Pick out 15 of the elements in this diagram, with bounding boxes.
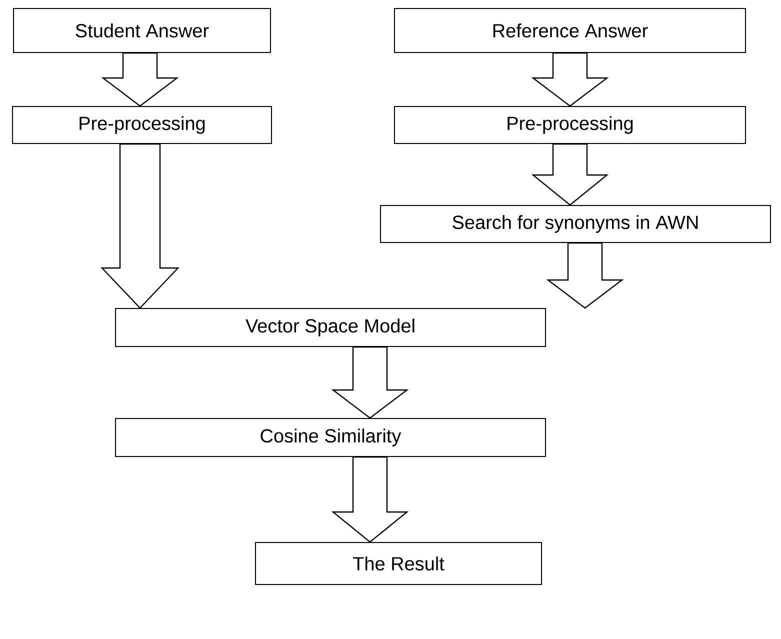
block-arrow (531, 52, 609, 107)
block-arrow (331, 456, 409, 543)
process-box: Vector Space Model (115, 308, 546, 347)
process-box: Reference Answer (394, 8, 746, 53)
process-box: Pre-processing (12, 106, 272, 144)
process-box: Cosine Similarity (115, 418, 546, 457)
process-box: Pre-processing (394, 106, 746, 144)
process-box: Search for synonyms in AWN (380, 205, 771, 243)
block-arrow (100, 143, 180, 309)
block-arrow (101, 52, 179, 107)
block-arrow (546, 242, 624, 309)
block-arrow (331, 346, 409, 419)
process-box: Student Answer (13, 8, 271, 53)
process-box: The Result (255, 542, 542, 585)
block-arrow (531, 143, 609, 206)
